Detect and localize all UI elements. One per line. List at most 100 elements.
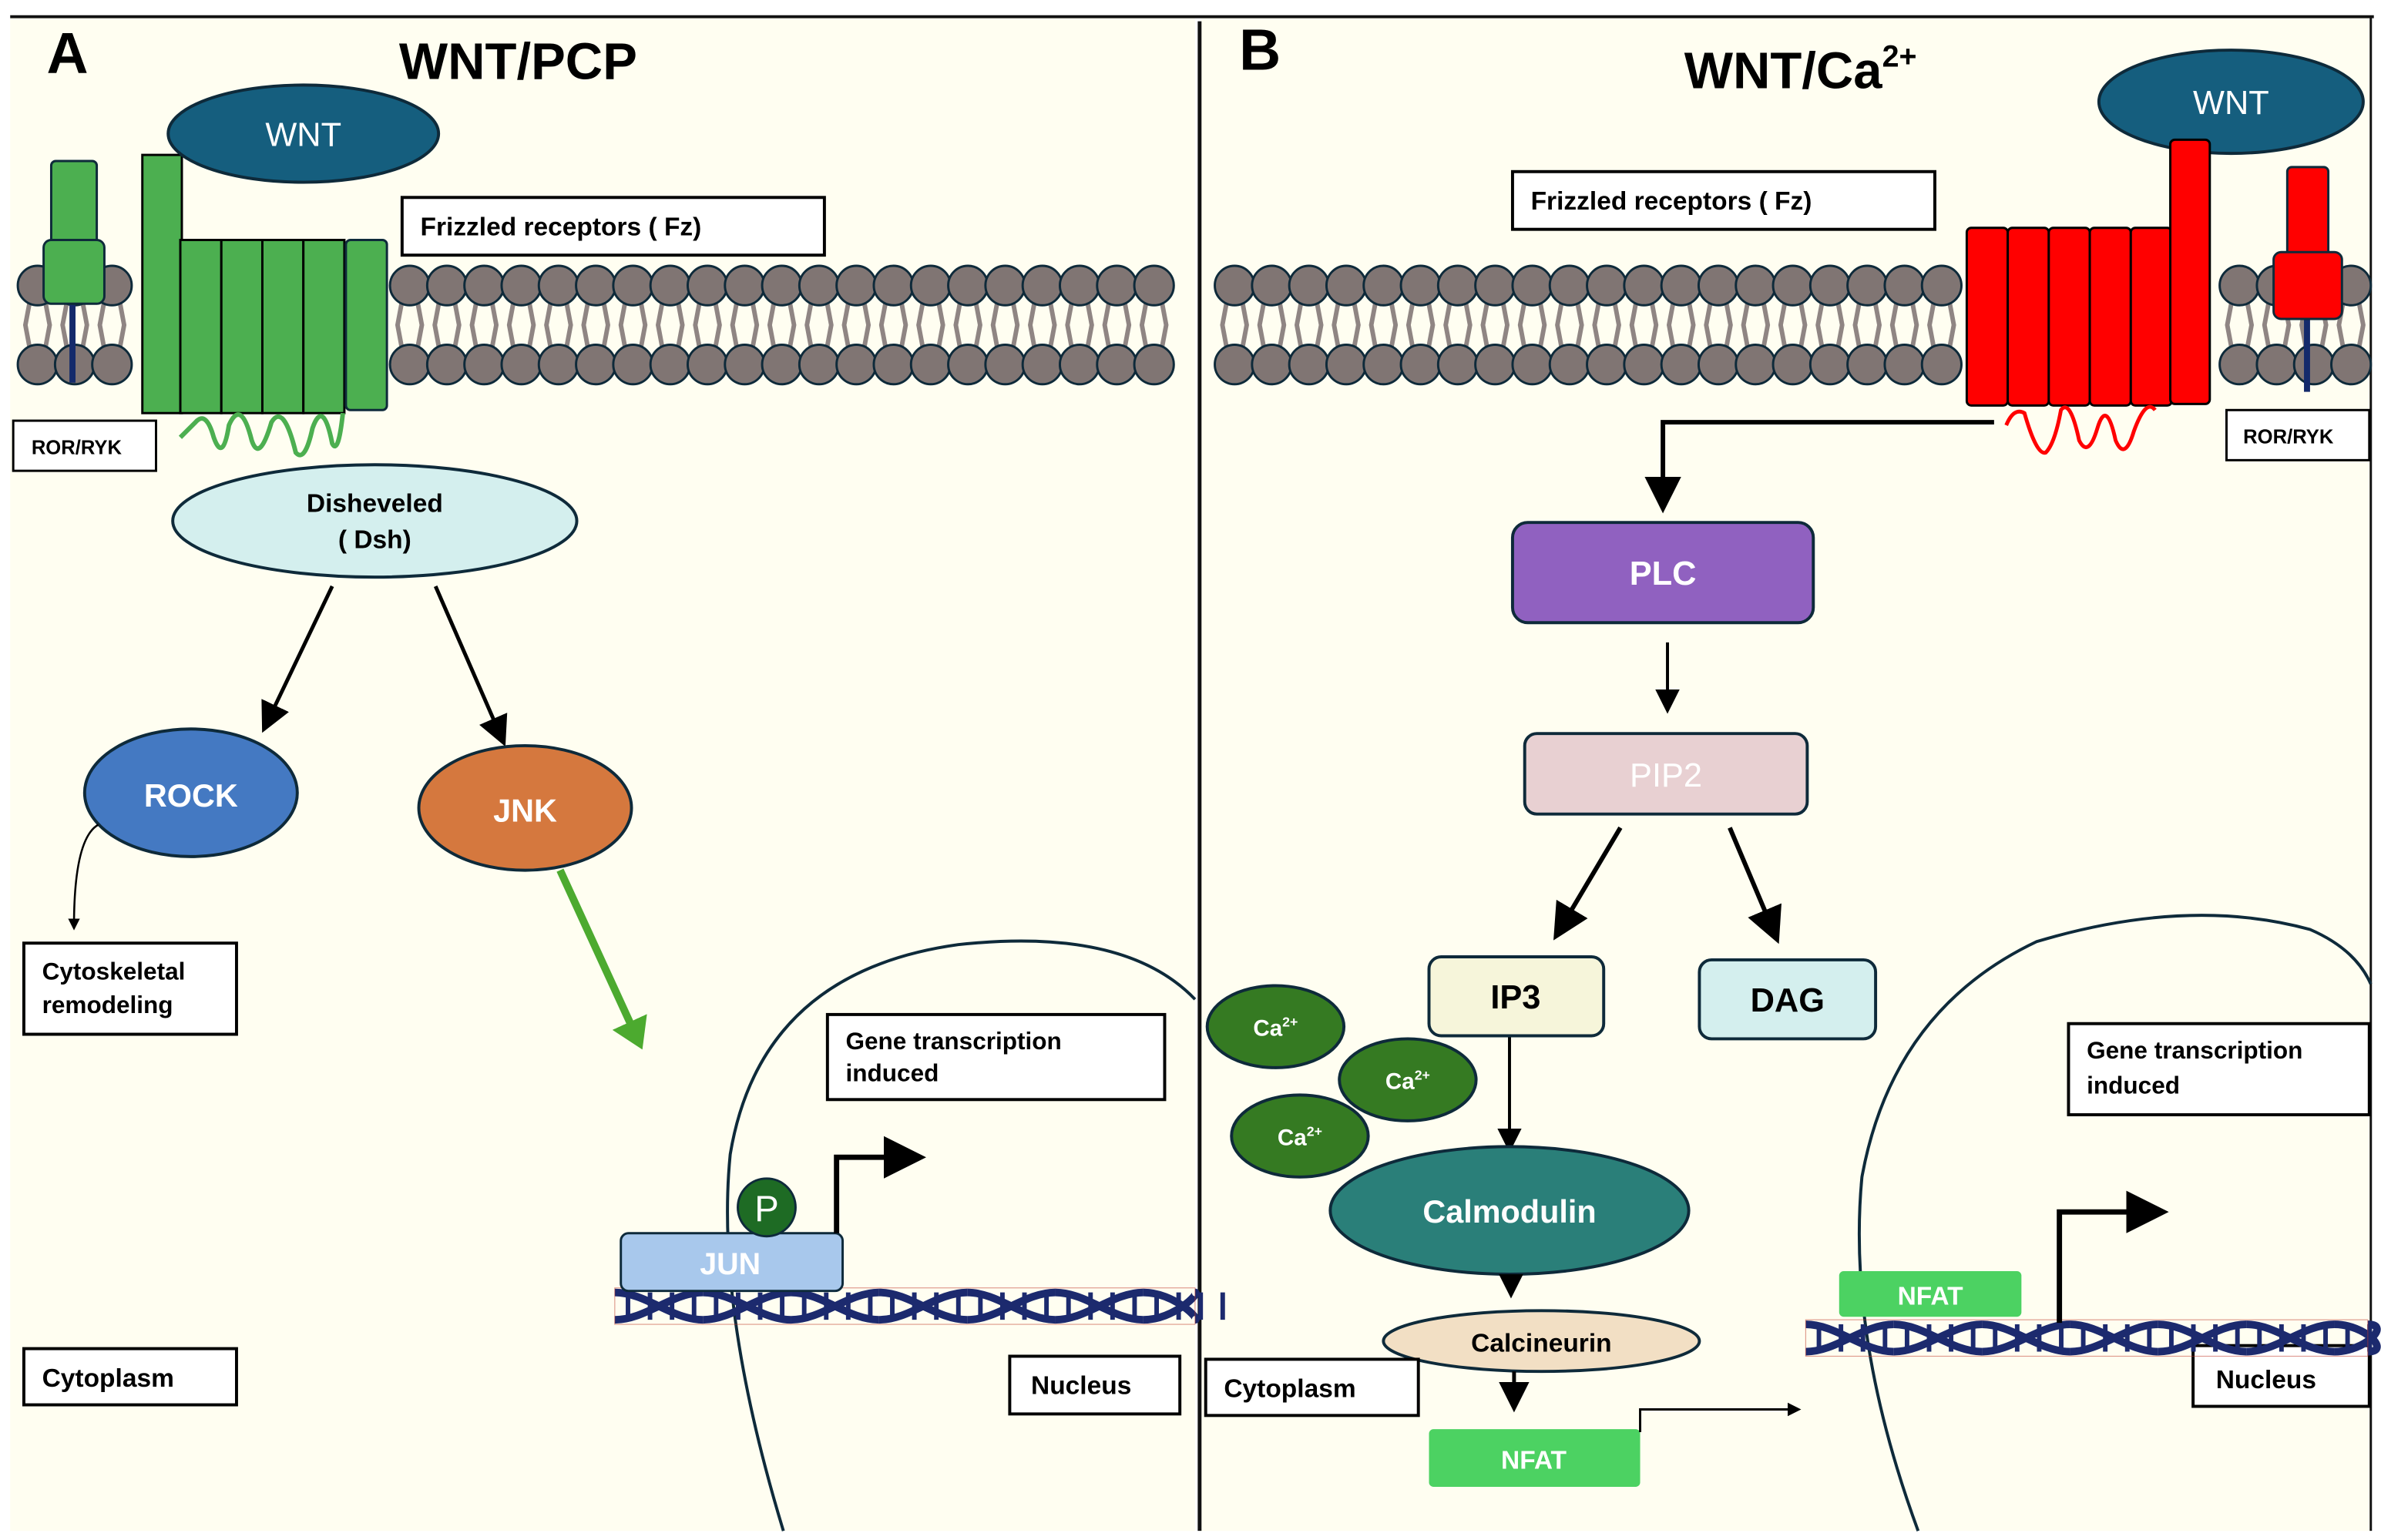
svg-text:Cytoplasm: Cytoplasm	[1224, 1375, 1355, 1404]
svg-text:ROR/RYK: ROR/RYK	[2243, 427, 2334, 448]
lipid-head	[984, 264, 1026, 307]
lipid-head	[388, 344, 431, 386]
lipid-head	[761, 264, 803, 307]
lipid-head	[724, 264, 766, 307]
lipid-head	[1883, 344, 1926, 386]
lipid-head	[1251, 344, 1293, 386]
lipid-head	[2292, 344, 2335, 386]
lipid-head	[1623, 344, 1665, 386]
lipid-tail	[1815, 300, 1845, 350]
ror-ryk-label-a: ROR/RYK	[12, 419, 157, 472]
panel-b-title: WNT/Ca2+	[1684, 40, 1917, 100]
lipid-head	[1883, 264, 1926, 307]
panel-b-letter: B	[1239, 18, 1281, 82]
lipid-tail	[1852, 300, 1882, 350]
lipid-head	[724, 344, 766, 386]
lipid-head	[388, 264, 431, 307]
arrow-dsh-jnk	[433, 585, 508, 747]
dna-strand	[1143, 1288, 1200, 1324]
nucleus-label-a: Nucleus	[1008, 1354, 1182, 1416]
lipid-tail	[432, 300, 462, 350]
lipid-tail	[1028, 300, 1057, 350]
lipid-tail	[1139, 300, 1169, 350]
lipid-head	[1660, 344, 1702, 386]
lipid-tail	[767, 300, 797, 350]
lipid-head	[798, 264, 841, 307]
lipid-tail	[60, 300, 89, 350]
arrow-pip2-ip3	[1553, 826, 1623, 941]
lipid-head	[1808, 344, 1852, 386]
lipid-head	[1288, 344, 1330, 386]
lipid-tail	[693, 300, 722, 350]
lipid-tail	[1666, 300, 1696, 350]
svg-text:NFAT: NFAT	[1898, 1282, 1964, 1310]
lipid-tail	[1257, 300, 1287, 350]
lipid-head	[1697, 264, 1740, 307]
lipid-head	[1399, 344, 1442, 386]
lipid-head	[1214, 264, 1256, 307]
cytoplasm-label-a: Cytoplasm	[22, 1347, 238, 1407]
lipid-head	[947, 344, 989, 386]
frizzled-receptor-a	[141, 153, 388, 458]
lipid-head	[1511, 264, 1553, 307]
lipid-tail	[1368, 300, 1399, 350]
lipid-tail	[878, 300, 908, 350]
lipid-head	[1133, 264, 1175, 307]
arrow-nfat-translocation	[1639, 1402, 1802, 1433]
lipid-tail	[1517, 300, 1547, 350]
lipid-tail	[1443, 300, 1473, 350]
svg-text:Ca2+: Ca2+	[1385, 1068, 1430, 1095]
svg-text:NFAT: NFAT	[1501, 1446, 1567, 1475]
lipid-head	[1251, 264, 1293, 307]
lipid-head	[649, 344, 691, 386]
lipid-head	[909, 264, 952, 307]
svg-text:Nucleus: Nucleus	[1031, 1372, 1131, 1401]
svg-text:PLC: PLC	[1630, 555, 1697, 592]
lipid-head	[947, 264, 989, 307]
gene-transcription-label-b: Gene transcription induced	[2067, 1022, 2371, 1116]
lipid-head	[984, 344, 1026, 386]
wnt-ligand-b: WNT	[2097, 49, 2365, 156]
svg-text:P: P	[754, 1189, 779, 1230]
lipid-head	[2218, 344, 2261, 386]
lipid-tail	[1555, 300, 1584, 350]
dna-outline	[614, 1287, 1196, 1325]
svg-text:induced: induced	[845, 1059, 939, 1087]
calmodulin-node: Calmodulin	[1328, 1145, 1691, 1276]
cytoplasm-label-b: Cytoplasm	[1204, 1357, 1420, 1418]
lipid-head	[16, 344, 59, 386]
lipid-head	[1586, 344, 1628, 386]
svg-text:DAG: DAG	[1751, 982, 1825, 1019]
lipid-head	[1474, 344, 1516, 386]
lipid-tail	[804, 300, 834, 350]
frizzled-label-b: Frizzled receptors ( Fz)	[1510, 169, 1936, 231]
arrow-rock-cytoskeletal	[68, 824, 99, 931]
lipid-head	[1846, 344, 1889, 386]
phosphate-group: P	[737, 1177, 797, 1238]
lipid-head	[686, 344, 729, 386]
svg-text:Ca2+: Ca2+	[1278, 1124, 1322, 1151]
svg-text:Disheveled: Disheveled	[307, 489, 443, 518]
frizzled-receptor-b	[1965, 138, 2211, 455]
lipid-tail	[990, 300, 1020, 350]
arrow-dsh-rock	[261, 585, 334, 733]
disheveled-node: Disheveled ( Dsh)	[171, 463, 579, 579]
lipid-tail	[618, 300, 648, 350]
lipid-head	[1362, 264, 1405, 307]
lipid-head	[2218, 264, 2261, 307]
lipid-tail	[730, 300, 760, 350]
lipid-head	[575, 344, 617, 386]
calcium-ion: Ca2+	[1338, 1037, 1478, 1122]
lipid-head	[1548, 264, 1590, 307]
nfat-cytoplasmic: NFAT	[1429, 1429, 1641, 1488]
lipid-head	[1058, 344, 1101, 386]
lipid-head	[649, 264, 691, 307]
lipid-head	[500, 344, 542, 386]
lipid-tail	[581, 300, 610, 350]
lipid-tail	[1294, 300, 1324, 350]
svg-text:Frizzled receptors ( Fz): Frizzled receptors ( Fz)	[421, 213, 702, 242]
svg-text:Gene transcription: Gene transcription	[2087, 1036, 2302, 1064]
jun-factor: JUN	[620, 1232, 845, 1293]
lipid-head	[1623, 264, 1665, 307]
cytoskeletal-remodeling-label: Cytoskeletal remodeling	[22, 941, 238, 1036]
